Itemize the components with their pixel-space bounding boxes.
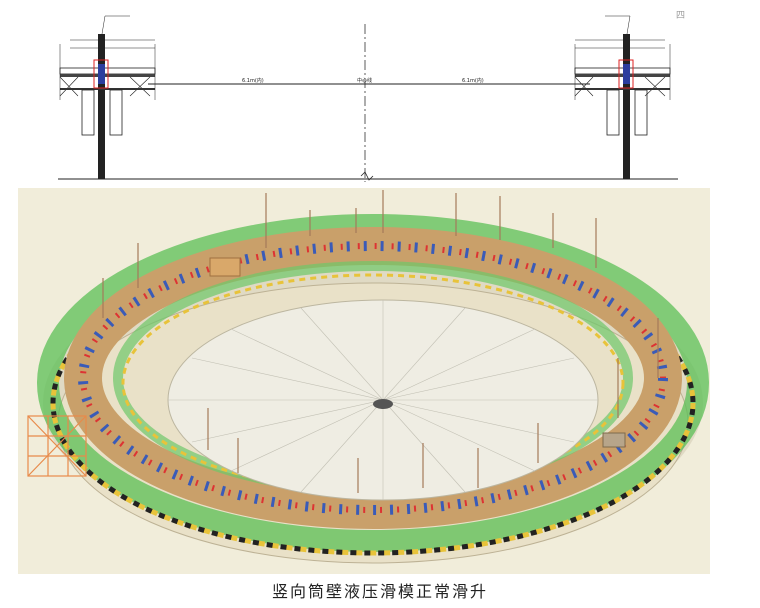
- section-drawing: 6.1m(内) 中心线 6.1m(内): [58, 15, 678, 182]
- outer-safety-net: [37, 214, 709, 552]
- left-span-label: 6.1m(内): [242, 77, 264, 84]
- left-wall-assembly: [59, 15, 156, 179]
- equipment-box: [209, 257, 241, 277]
- radial-cables: [168, 300, 598, 500]
- center-label: 中心线: [357, 77, 372, 84]
- right-span-label: 6.1m(内): [462, 77, 484, 84]
- right-wall-assembly: [574, 15, 671, 179]
- stair-tower: [27, 415, 87, 477]
- slipform-rendering: [18, 188, 710, 574]
- figure-caption: 竖向筒壁液压滑模正常滑升: [271, 582, 488, 601]
- vertical-rods: [102, 190, 659, 493]
- page-mark: 四: [676, 11, 686, 21]
